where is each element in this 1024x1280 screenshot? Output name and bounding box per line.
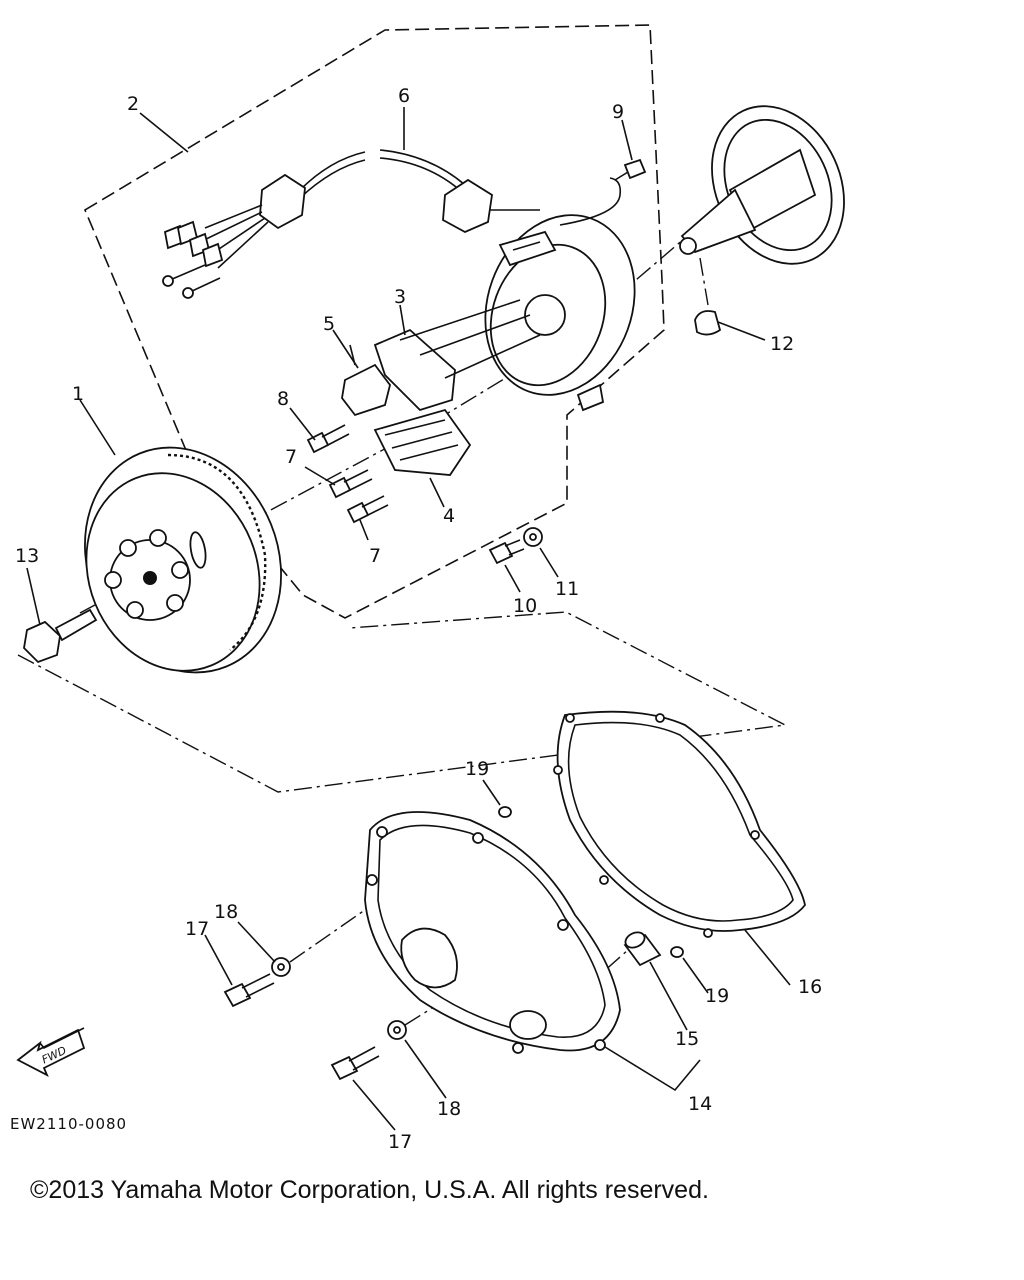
callout-16: 16: [798, 976, 822, 998]
cover-screw-upper: [223, 973, 275, 1008]
cover-reference-line: [17, 611, 788, 793]
cover-screw-lower: [330, 1046, 380, 1081]
callout-14: 14: [688, 1093, 712, 1115]
cover-gasket: [553, 710, 806, 938]
callout-19-upper: 19: [465, 758, 489, 780]
copyright-notice: ©2013 Yamaha Motor Corporation, U.S.A. A…: [30, 1176, 709, 1204]
callout-13: 13: [15, 545, 39, 567]
plate-washer: [523, 527, 543, 547]
callout-3: 3: [394, 286, 406, 308]
woodruff-key: [694, 310, 722, 336]
crankcase-cover: [364, 811, 621, 1054]
coil-screw-7-upper: [328, 469, 373, 499]
callout-19-lower: 19: [705, 985, 729, 1007]
callout-2: 2: [127, 93, 139, 115]
callout-10: 10: [513, 595, 537, 617]
callout-18-upper: 18: [214, 901, 238, 923]
forward-arrow-icon: FWD: [16, 1027, 86, 1077]
stator-coil: [373, 408, 472, 476]
callout-9: 9: [612, 101, 624, 123]
rotor-flywheel: [84, 446, 282, 674]
leader-lines: [26, 107, 791, 1131]
callout-15: 15: [675, 1028, 699, 1050]
wire-harness: [162, 149, 540, 299]
assembly-boundary: [83, 24, 665, 619]
callout-1: 1: [72, 383, 84, 405]
callout-11: 11: [555, 578, 579, 600]
callout-7-lower: 7: [369, 545, 381, 567]
callout-7-upper: 7: [285, 446, 297, 468]
cover-washer-lower: [387, 1020, 407, 1040]
crankshaft-end: [679, 105, 845, 265]
plate-bolt: [488, 539, 525, 565]
dowel-pin: [623, 931, 662, 967]
stator-base-plate: [484, 158, 647, 412]
locating-pin-upper: [498, 806, 512, 818]
callout-8: 8: [277, 388, 289, 410]
callout-5: 5: [323, 313, 335, 335]
drawing-code: EW2110-0080: [10, 1115, 127, 1133]
callout-18-lower: 18: [437, 1098, 461, 1120]
callout-6: 6: [398, 85, 410, 107]
callout-17-upper: 17: [185, 918, 209, 940]
callout-17-lower: 17: [388, 1131, 412, 1153]
callout-12: 12: [770, 333, 794, 355]
callout-4: 4: [443, 505, 455, 527]
rotor-bolt: [23, 608, 98, 664]
cover-washer-upper: [271, 957, 291, 977]
locating-pin-lower: [670, 946, 684, 958]
key-leader-dashdot: [699, 257, 709, 306]
coil-screw-7-lower: [346, 495, 389, 524]
pickup-coil: [373, 299, 541, 412]
